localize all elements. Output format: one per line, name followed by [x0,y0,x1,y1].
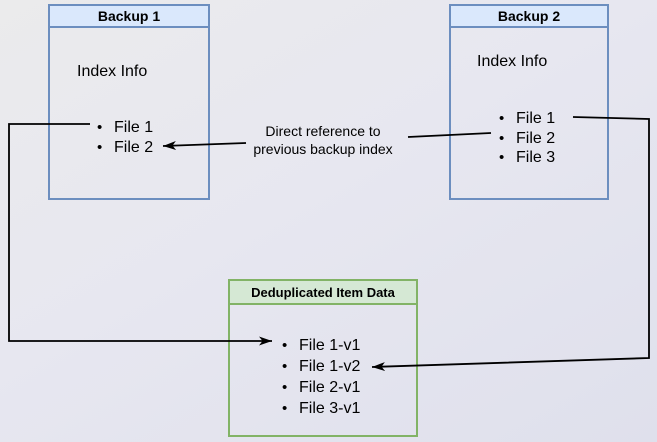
dedup-item-list: • File 1-v1 • File 1-v2 • File 2-v1 • File 3… [282,335,360,419]
file-label: File 1 [114,119,154,136]
backup2-file-list: • File 1 • File 2 • File 3 [499,109,555,168]
backup1-subtitle: Index Info [77,63,148,80]
list-item: • File 2-v1 [282,377,360,398]
file-label: File 1-v1 [299,337,361,354]
file-label: File 2 [516,129,556,147]
bullet-icon: • [282,400,288,417]
list-item: • File 3 [499,148,555,168]
bullet-icon: • [499,129,505,147]
direct-reference-label: Direct reference to previous backup inde… [237,122,409,158]
node-backup-2: Backup 2 Index Info • File 1 • File 2 • Fil… [449,4,609,200]
dedup-title: Deduplicated Item Data [230,281,416,305]
bullet-icon: • [282,358,288,375]
list-item: • File 1-v2 [282,356,360,377]
list-item: • File 1 [97,118,153,138]
bullet-icon: • [97,119,103,136]
direct-reference-label-line1: Direct reference to [265,123,381,139]
list-item: • File 3-v1 [282,398,360,419]
file-label: File 3-v1 [299,400,361,417]
backup2-subtitle: Index Info [477,53,548,70]
backup1-title: Backup 1 [50,6,208,28]
file-label: File 1 [516,110,556,127]
backup2-title: Backup 2 [451,6,607,28]
file-label: File 3 [516,149,556,166]
bullet-icon: • [282,379,288,396]
list-item: • File 1 [499,109,555,129]
node-backup-1: Backup 1 Index Info • File 1 • File 2 [48,4,210,200]
direct-reference-label-line2: previous backup index [253,141,393,157]
backup1-file-list: • File 1 • File 2 [97,118,153,157]
list-item: • File 1-v1 [282,335,360,356]
list-item: • File 2 [499,129,555,149]
bullet-icon: • [499,149,505,166]
list-item: • File 2 [97,138,153,158]
bullet-icon: • [97,138,103,156]
bullet-icon: • [499,110,505,127]
file-label: File 2 [114,138,154,156]
file-label: File 2-v1 [299,379,361,396]
file-label: File 1-v2 [299,358,361,375]
node-deduplicated-item-data: Deduplicated Item Data • File 1-v1 • File … [228,279,418,437]
bullet-icon: • [282,337,288,354]
